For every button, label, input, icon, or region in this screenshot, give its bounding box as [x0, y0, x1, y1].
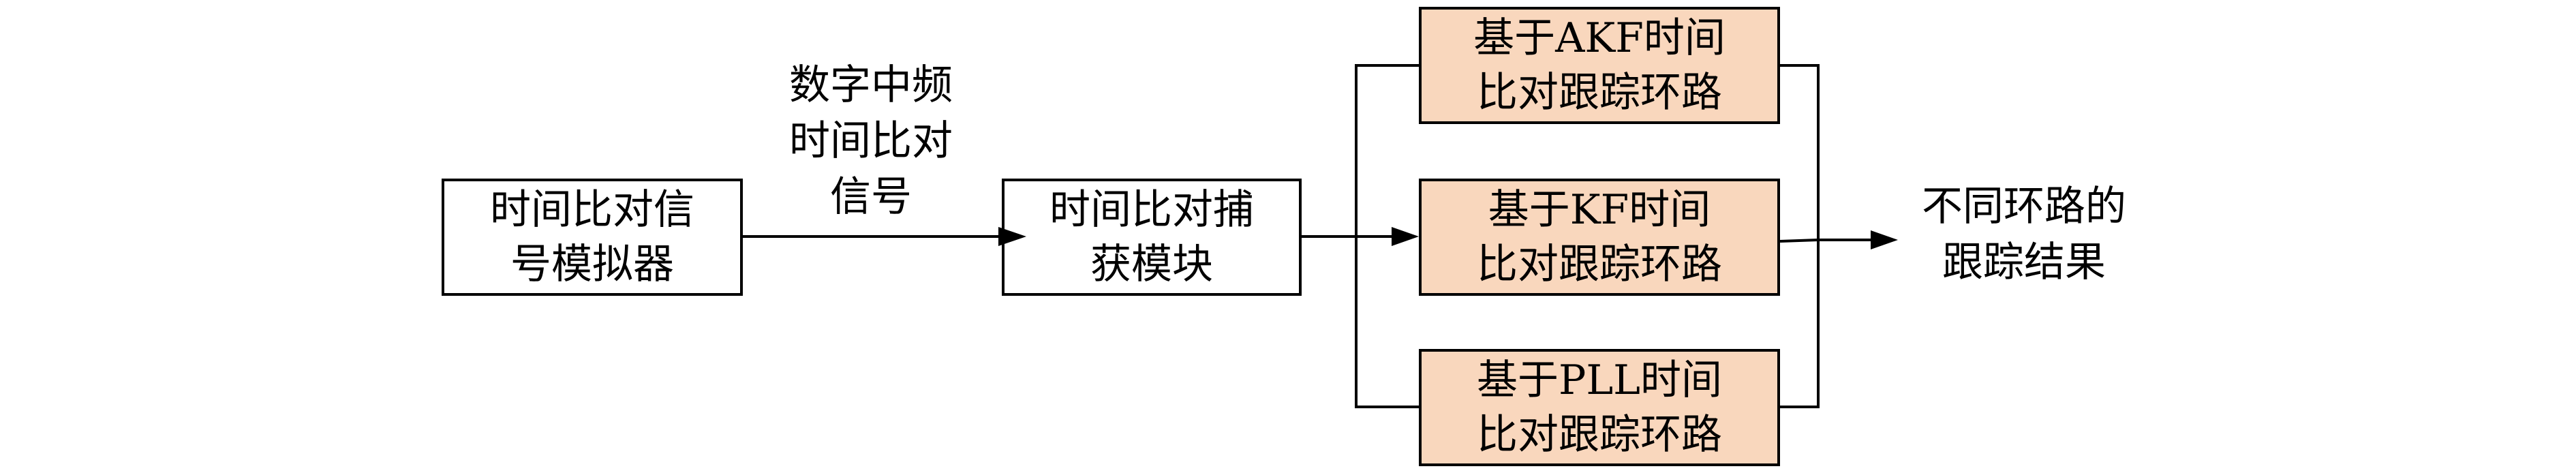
kf-tracking-loop-line2: 比对跟踪环路: [1477, 241, 1722, 288]
arrowhead-simulator-to-acquisition: [998, 227, 1026, 246]
akf-tracking-loop-line1: 基于AKF时间: [1473, 14, 1726, 62]
signal-simulator-line1: 时间比对信: [490, 186, 694, 234]
tracking-results-label: 不同环路的 跟踪结果: [1901, 179, 2147, 290]
kf-tracking-loop-line1: 基于KF时间: [1488, 186, 1711, 234]
akf-tracking-loop-box: 基于AKF时间 比对跟踪环路: [1419, 7, 1780, 124]
akf-tracking-loop-line2: 比对跟踪环路: [1477, 69, 1722, 117]
if-signal-label-line1: 数字中频: [789, 61, 953, 109]
pll-tracking-loop-line1: 基于PLL时间: [1476, 356, 1723, 404]
acquisition-module-line2: 获模块: [1090, 241, 1213, 288]
acquisition-module-box: 时间比对捕 获模块: [1002, 179, 1302, 296]
arrowhead-to-output: [1871, 230, 1898, 249]
if-signal-label: 数字中频 时间比对 信号: [755, 57, 987, 225]
merge-from-kf: [1779, 239, 1819, 243]
kf-tracking-loop-box: 基于KF时间 比对跟踪环路: [1419, 179, 1780, 296]
signal-simulator-box: 时间比对信 号模拟器: [442, 179, 743, 296]
pll-tracking-loop-box: 基于PLL时间 比对跟踪环路: [1419, 349, 1780, 466]
arrowhead-to-kf: [1392, 227, 1419, 246]
pll-tracking-loop-line2: 比对跟踪环路: [1477, 411, 1722, 459]
signal-simulator-line2: 号模拟器: [510, 241, 674, 288]
if-signal-label-line2: 时间比对: [789, 117, 953, 165]
tracking-results-line1: 不同环路的: [1922, 183, 2126, 230]
tracking-results-line2: 跟踪结果: [1942, 239, 2106, 286]
acquisition-module-line1: 时间比对捕: [1049, 186, 1254, 234]
if-signal-label-line3: 信号: [830, 173, 912, 221]
